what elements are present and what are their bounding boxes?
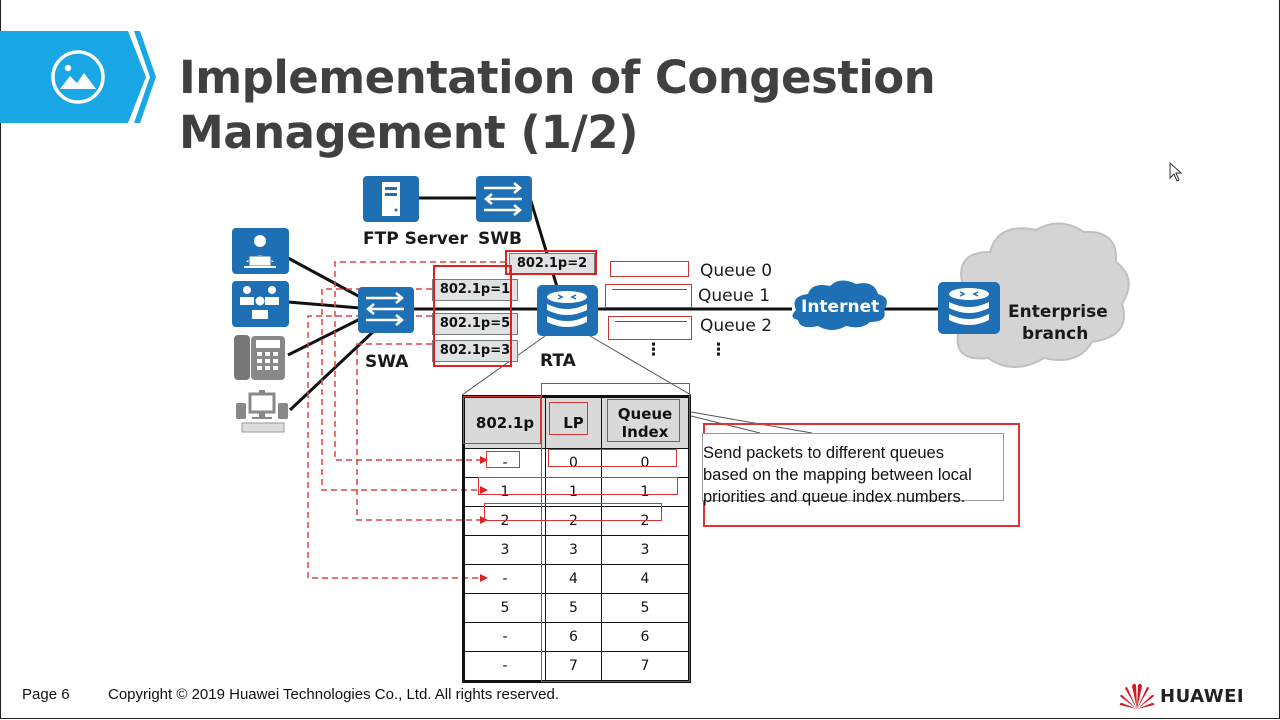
cell-8021p: 3 bbox=[463, 535, 546, 565]
enterprise-label-line1: Enterprise bbox=[1008, 302, 1108, 322]
priority-tag-5: 802.1p=5 bbox=[432, 313, 518, 335]
section-banner bbox=[0, 31, 156, 123]
cell-queue-index: 6 bbox=[601, 622, 690, 652]
image-icon bbox=[51, 50, 105, 104]
title-line-2: Management (1/2) bbox=[179, 106, 639, 159]
user-group-icon bbox=[232, 281, 289, 327]
header-queue-line1: Queue bbox=[617, 405, 673, 423]
highlight-row-1 bbox=[478, 477, 678, 495]
mouse-cursor-icon bbox=[1169, 162, 1183, 182]
huawei-logo: HUAWEI bbox=[1118, 680, 1244, 712]
cell-queue-index: 4 bbox=[601, 564, 690, 594]
rta-label: RTA bbox=[540, 351, 576, 371]
header-8021p: 802.1p bbox=[463, 396, 546, 449]
callout-line-1: Send packets to different queues bbox=[703, 444, 944, 462]
cell-lp: 6 bbox=[545, 622, 602, 652]
huawei-petal-icon bbox=[1119, 683, 1155, 709]
queue-ellipsis-right: ⋮ bbox=[710, 340, 727, 360]
cell-queue-index: 5 bbox=[601, 593, 690, 623]
page-number: Page 6 bbox=[22, 686, 70, 703]
cell-lp: 3 bbox=[545, 535, 602, 565]
queue-0-box bbox=[610, 261, 689, 277]
copyright-text: Copyright © 2019 Huawei Technologies Co.… bbox=[108, 686, 560, 703]
cell-lp: 0 bbox=[545, 448, 602, 478]
page-title: Implementation of Congestion Management … bbox=[179, 50, 936, 160]
highlight-lp-header bbox=[549, 402, 588, 435]
swa-label: SWA bbox=[365, 352, 409, 372]
cell-8021p: - bbox=[463, 564, 546, 594]
highlight-tags-swa bbox=[433, 265, 512, 367]
router-rta-icon bbox=[537, 285, 598, 336]
ftp-server-label: FTP Server bbox=[363, 229, 468, 249]
highlight-row-0-8021p bbox=[486, 451, 520, 468]
brand-name: HUAWEI bbox=[1160, 685, 1245, 707]
internet-cloud-icon bbox=[792, 280, 887, 330]
cell-lp: 2 bbox=[545, 506, 602, 536]
highlight-row-2 bbox=[484, 503, 662, 521]
mapping-callout: Send packets to different queues based o… bbox=[702, 433, 1004, 506]
switch-swa-icon bbox=[358, 287, 414, 333]
single-user-icon bbox=[232, 228, 289, 274]
highlight-queue-header bbox=[607, 399, 680, 442]
callout-line-3: priorities and queue index numbers. bbox=[703, 488, 966, 506]
desktop-pc-icon bbox=[236, 390, 288, 433]
queue-0-label: Queue 0 bbox=[700, 261, 773, 281]
network-links bbox=[287, 196, 940, 412]
cell-8021p: 5 bbox=[463, 593, 546, 623]
queue-1-box bbox=[605, 284, 692, 308]
cell-8021p: 1 bbox=[463, 477, 546, 507]
swb-label: SWB bbox=[478, 229, 522, 249]
priority-tag-1: 802.1p=1 bbox=[432, 279, 518, 301]
ftp-server-icon bbox=[363, 176, 419, 222]
cell-8021p: - bbox=[463, 651, 546, 682]
priority-tag-3: 802.1p=3 bbox=[432, 340, 518, 362]
highlight-row-0-mapping bbox=[548, 449, 677, 467]
highlight-tag-2 bbox=[505, 250, 597, 275]
cell-queue-index: 0 bbox=[601, 448, 690, 478]
queue-2-label: Queue 2 bbox=[700, 316, 773, 336]
header-queue-line2: Index bbox=[621, 423, 669, 441]
queue-1-label: Queue 1 bbox=[698, 286, 771, 306]
router-branch-icon bbox=[938, 282, 1000, 334]
callout-line-2: based on the mapping between local bbox=[703, 466, 972, 484]
cell-8021p: - bbox=[463, 622, 546, 652]
queue-2-box bbox=[608, 316, 692, 340]
cell-lp: 4 bbox=[545, 564, 602, 594]
highlight-8021p-header bbox=[463, 396, 541, 444]
switch-swb-icon bbox=[476, 176, 532, 222]
title-line-1: Implementation of Congestion bbox=[179, 51, 936, 104]
table-header-row: 802.1p LP Queue Index bbox=[463, 396, 690, 449]
queue-ellipsis-left: ⋮ bbox=[645, 340, 662, 360]
enterprise-label-line2: branch bbox=[1022, 324, 1089, 344]
cell-lp: 7 bbox=[545, 651, 602, 682]
highlight-lp-column bbox=[541, 383, 690, 682]
internet-label: Internet bbox=[801, 297, 880, 317]
ip-phone-icon bbox=[234, 335, 285, 380]
